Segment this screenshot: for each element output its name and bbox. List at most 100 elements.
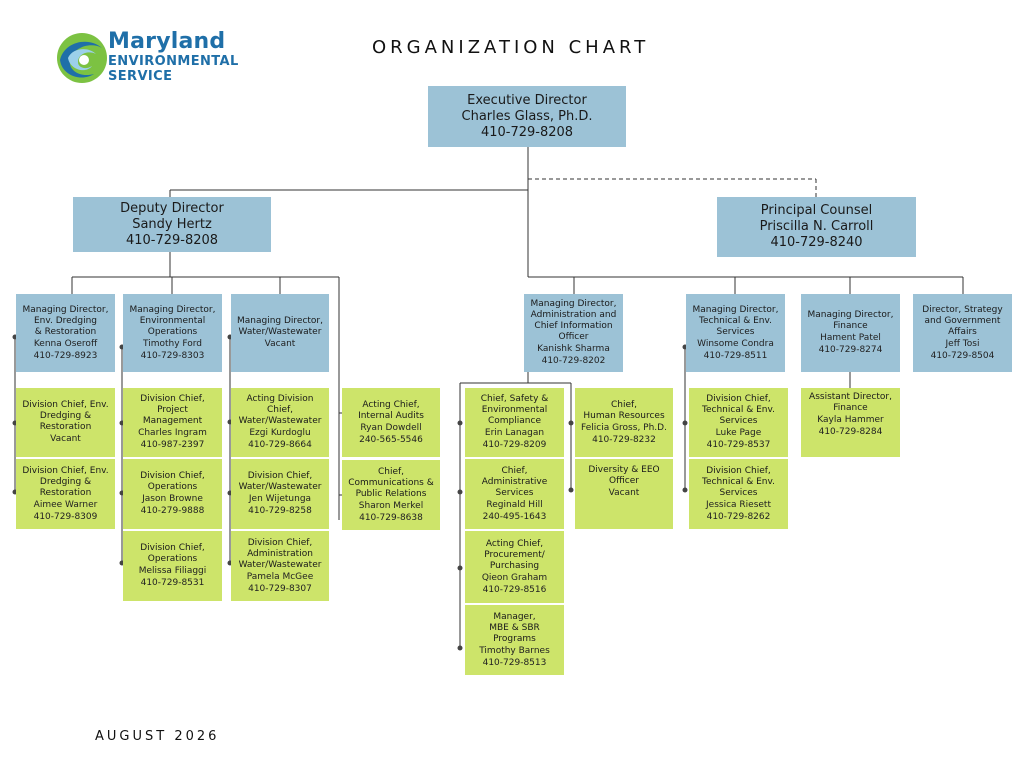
node-phone: 410-729-8307 xyxy=(248,583,312,594)
node-phone: 240-565-5546 xyxy=(359,434,423,445)
node-executive-director: Executive Director Charles Glass, Ph.D. … xyxy=(428,86,626,147)
node-title: Division Chief, Technical & Env. Service… xyxy=(702,394,775,426)
node-name: Erin Lanagan xyxy=(484,428,545,438)
node-md-finance: Managing Director, Finance Hament Patel … xyxy=(801,294,900,372)
node-title: Managing Director, Finance xyxy=(807,310,894,331)
node-name: Timothy Barnes xyxy=(479,645,550,656)
node-phone: 410-729-8240 xyxy=(770,235,863,250)
node-md-technical: Managing Director, Technical & Env. Serv… xyxy=(686,294,785,372)
node-phone: 410-729-8923 xyxy=(33,350,98,361)
node-human-resources: Chief, Human Resources Felicia Gross, Ph… xyxy=(575,388,673,457)
node-title: Division Chief, Operations xyxy=(140,471,205,492)
node-name: Vacant xyxy=(264,339,296,349)
node-name: Kenna Oseroff xyxy=(33,338,98,349)
node-name: Jason Browne xyxy=(142,494,203,504)
node-title: Acting Division Chief, Water/Wastewater xyxy=(238,394,322,426)
node-phone: 410-729-8504 xyxy=(930,350,995,361)
node-phone: 410-987-2397 xyxy=(140,440,205,450)
node-dc-technical-1: Division Chief, Technical & Env. Service… xyxy=(689,388,788,457)
node-phone: 240-495-1643 xyxy=(482,511,547,522)
node-name: Felicia Gross, Ph.D. xyxy=(581,422,667,433)
node-title: Assistant Director, Finance xyxy=(809,392,892,413)
node-name: Jen Wijetunga xyxy=(248,494,312,504)
node-phone: 410-729-8262 xyxy=(706,511,771,522)
node-phone: 410-729-8664 xyxy=(248,440,312,450)
logo-line-2: ENVIRONMENTAL xyxy=(108,54,239,69)
node-dir-strategy: Director, Strategy and Government Affair… xyxy=(913,294,1012,372)
node-title: Chief, Communications & Public Relations xyxy=(348,466,434,499)
node-dc-water-3: Division Chief, Administration Water/Was… xyxy=(231,531,329,601)
node-phone: 410-279-9888 xyxy=(140,506,205,516)
node-name: Timothy Ford xyxy=(142,338,203,349)
node-name: Priscilla N. Carroll xyxy=(759,219,874,234)
node-dc-operations-2: Division Chief, Operations Melissa Filia… xyxy=(123,531,222,601)
node-phone: 410-729-8531 xyxy=(140,578,205,588)
node-title: Division Chief, Technical & Env. Service… xyxy=(702,465,775,498)
node-phone: 410-729-8258 xyxy=(248,506,312,516)
node-title: Division Chief, Env. Dredging & Restorat… xyxy=(22,400,109,432)
node-name: Luke Page xyxy=(715,428,762,438)
node-internal-audits: Acting Chief, Internal Audits Ryan Dowde… xyxy=(342,388,440,457)
page-title: ORGANIZATION CHART xyxy=(372,37,650,58)
node-name: Charles Glass, Ph.D. xyxy=(461,108,593,124)
node-phone: 410-729-8516 xyxy=(482,584,547,595)
node-dc-dredging-1: Division Chief, Env. Dredging & Restorat… xyxy=(16,388,115,457)
node-phone: 410-729-8513 xyxy=(482,657,547,668)
node-phone: 410-729-8284 xyxy=(818,427,883,437)
node-dc-water-1: Acting Division Chief, Water/Wastewater … xyxy=(231,388,329,457)
node-phone: 410-729-8309 xyxy=(33,511,98,522)
node-name: Ryan Dowdell xyxy=(360,422,422,433)
node-name: Charles Ingram xyxy=(138,428,207,438)
node-title: Principal Counsel xyxy=(760,203,873,218)
node-title: Managing Director, Water/Wastewater xyxy=(236,316,323,337)
node-title: Diversity & EEO Officer xyxy=(588,465,660,486)
node-phone: 410-729-8208 xyxy=(125,232,219,248)
node-assistant-director-finance: Assistant Director, Finance Kayla Hammer… xyxy=(801,388,900,457)
node-dc-dredging-2: Division Chief, Env. Dredging & Restorat… xyxy=(16,459,115,529)
node-md-env-operations: Managing Director, Environmental Operati… xyxy=(123,294,222,372)
node-title: Division Chief, Operations xyxy=(140,543,205,564)
node-phone: 410-729-8511 xyxy=(703,350,768,361)
node-diversity-eeo: Diversity & EEO Officer Vacant xyxy=(575,459,673,529)
logo-wordmark: Maryland ENVIRONMENTAL SERVICE xyxy=(108,30,239,85)
node-title: Manager, MBE & SBR Programs xyxy=(489,611,540,644)
node-name: Kanishk Sharma xyxy=(537,344,610,354)
node-name: Jessica Riesett xyxy=(706,499,771,510)
node-phone: 410-729-8274 xyxy=(818,345,883,355)
node-title: Division Chief, Water/Wastewater xyxy=(238,471,322,492)
node-md-water: Managing Director, Water/Wastewater Vaca… xyxy=(231,294,329,372)
node-dc-water-2: Division Chief, Water/Wastewater Jen Wij… xyxy=(231,459,329,529)
node-name: Kayla Hammer xyxy=(817,415,884,425)
node-safety-compliance: Chief, Safety & Environmental Compliance… xyxy=(465,388,564,457)
node-phone: 410-729-8232 xyxy=(592,434,656,445)
node-phone: 410-729-8209 xyxy=(482,440,547,450)
node-phone: 410-729-8537 xyxy=(706,440,771,450)
node-title: Chief, Safety & Environmental Compliance xyxy=(480,394,549,426)
node-name: Qieon Graham xyxy=(481,572,548,583)
node-title: Division Chief, Env. Dredging & Restorat… xyxy=(22,465,109,498)
node-title: Managing Director, Env. Dredging & Resto… xyxy=(22,304,109,337)
node-procurement: Acting Chief, Procurement/ Purchasing Qi… xyxy=(465,531,564,603)
node-title: Managing Director, Technical & Env. Serv… xyxy=(692,304,779,337)
node-name: Melissa Filiaggi xyxy=(138,566,207,576)
node-title: Acting Chief, Internal Audits xyxy=(358,399,424,421)
node-title: Chief, Human Resources xyxy=(583,399,665,421)
node-name: Aimee Warner xyxy=(33,499,98,510)
node-name: Vacant xyxy=(50,434,81,444)
node-title: Division Chief, Project Management xyxy=(140,394,205,426)
node-phone: 410-729-8638 xyxy=(359,512,423,523)
node-name: Vacant xyxy=(608,488,640,498)
node-title: Division Chief, Administration Water/Was… xyxy=(238,537,322,570)
node-name: Jeff Tosi xyxy=(945,338,980,349)
node-title: Deputy Director xyxy=(120,200,224,216)
node-name: Sandy Hertz xyxy=(132,216,212,232)
node-dc-operations-1: Division Chief, Operations Jason Browne … xyxy=(123,459,222,529)
node-phone: 410-729-8303 xyxy=(140,350,205,361)
node-md-admin-cio: Managing Director, Administration and Ch… xyxy=(524,294,623,372)
logo-swirl-icon xyxy=(57,33,107,83)
node-title: Acting Chief, Procurement/ Purchasing xyxy=(484,538,545,571)
node-name: Hament Patel xyxy=(820,333,881,343)
node-phone: 410-729-8202 xyxy=(541,356,606,366)
date-footer: AUGUST 2026 xyxy=(95,729,220,744)
